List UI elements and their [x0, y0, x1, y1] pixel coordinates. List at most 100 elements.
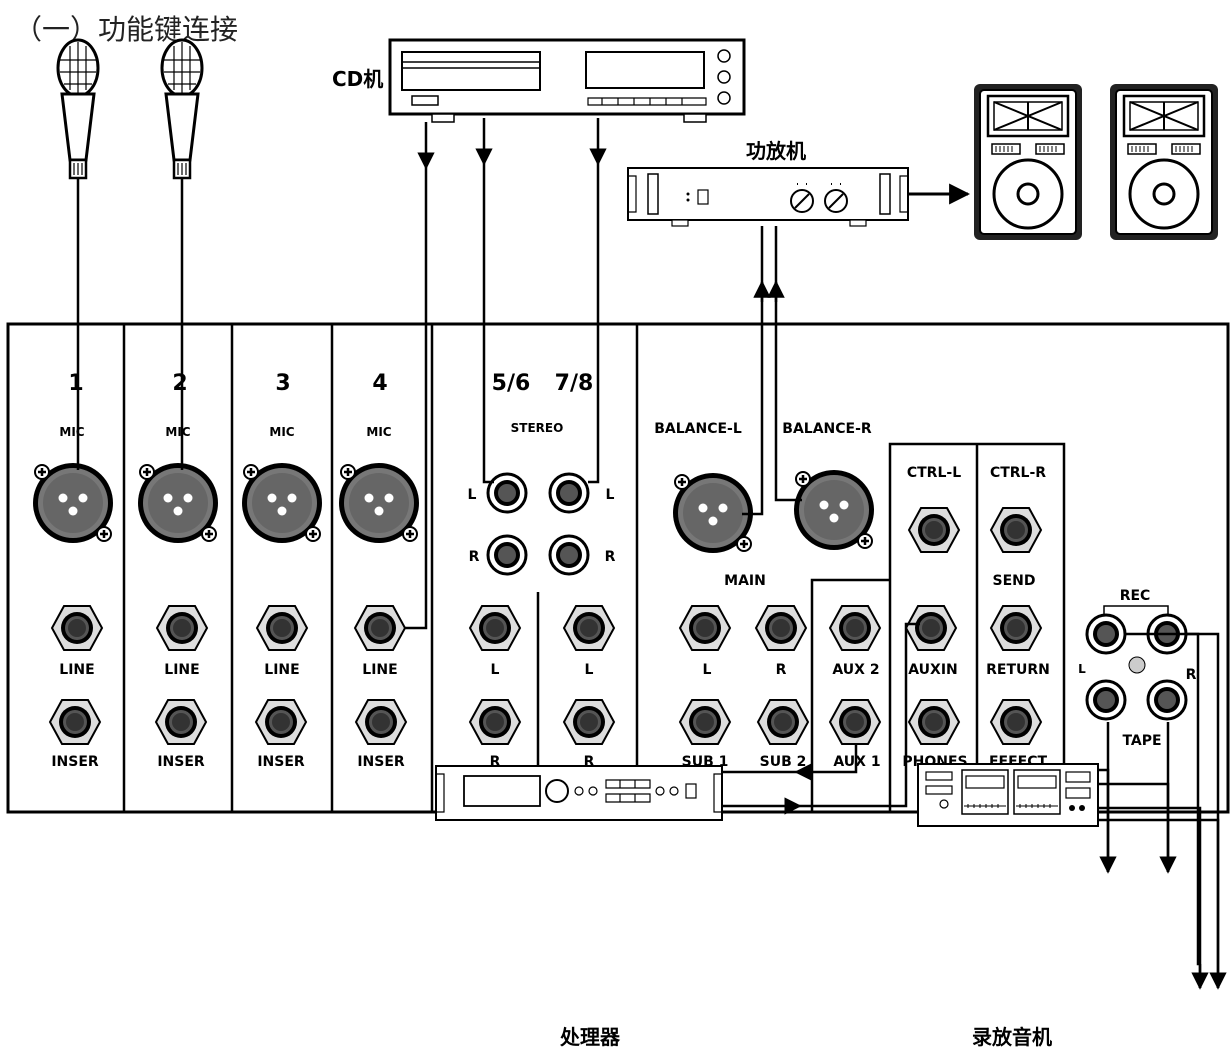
tape-r-jack[interactable]	[1146, 679, 1188, 721]
send-label: SEND	[993, 573, 1036, 589]
line-label: LINE	[264, 662, 299, 678]
amplifier-label: 功放机	[746, 139, 806, 163]
balance-r-xlr-jack[interactable]	[792, 468, 876, 552]
xlr-input-jack[interactable]	[136, 461, 220, 545]
tape-r-label: R	[1186, 667, 1197, 683]
rca-l-label: L	[468, 487, 477, 503]
microphone-2-icon	[160, 38, 204, 180]
channel-number: 2	[172, 371, 187, 396]
mixer-dividers	[122, 324, 639, 812]
insert-label: INSER	[157, 754, 205, 770]
mixer-panel	[6, 322, 1230, 814]
line-input-jack[interactable]	[354, 605, 406, 651]
jack-r-label: R	[490, 754, 501, 770]
return-jack[interactable]	[990, 605, 1042, 651]
processor-to-auxin-cable	[800, 622, 920, 808]
microphone-1-icon	[56, 38, 100, 180]
rec-l-jack[interactable]	[1085, 613, 1127, 655]
mic-label: MIC	[59, 425, 84, 439]
rca-5-6-r-jack[interactable]	[486, 534, 528, 576]
tape-l-jack[interactable]	[1085, 679, 1127, 721]
tape-label: TAPE	[1122, 733, 1161, 749]
cd-to-stereo-l-cable	[482, 164, 494, 484]
cd-to-line4-cable	[404, 168, 428, 630]
main-r-label: R	[776, 662, 787, 678]
aux1-jack[interactable]	[829, 699, 881, 745]
insert-jack[interactable]	[155, 699, 207, 745]
processor-icon	[435, 765, 723, 821]
channel-number: 4	[372, 371, 387, 396]
jack-l-label: L	[585, 662, 594, 678]
channel-4: 4 MIC LINE INSER	[337, 371, 421, 770]
channel-number: 3	[275, 371, 290, 396]
main-l-label: L	[703, 662, 712, 678]
tape-l-label: L	[1078, 662, 1086, 676]
line-input-jack[interactable]	[51, 605, 103, 651]
line-label: LINE	[362, 662, 397, 678]
stereo-label: STEREO	[511, 421, 564, 435]
main-r-jack[interactable]	[755, 605, 807, 651]
stereo-7-8-r-jack[interactable]	[563, 699, 615, 745]
effect-jack[interactable]	[990, 699, 1042, 745]
mic-label: MIC	[165, 425, 190, 439]
rca-r-label: R	[469, 549, 480, 565]
stereo-channels: 5/6 7/8 STEREO L L R R L L R R	[468, 371, 616, 770]
insert-label: INSER	[257, 754, 305, 770]
aux2-label: AUX 2	[832, 662, 879, 678]
main-label: MAIN	[724, 573, 766, 589]
aux2-jack[interactable]	[829, 605, 881, 651]
insert-label: INSER	[357, 754, 405, 770]
insert-jack[interactable]	[255, 699, 307, 745]
processor-label: 处理器	[559, 1025, 621, 1049]
balance-r-label: BALANCE-R	[782, 421, 872, 437]
rca-7-8-r-jack[interactable]	[548, 534, 590, 576]
rec-r-to-recorder-cable	[1098, 818, 1220, 988]
rca-l-label: L	[606, 487, 615, 503]
stereo-number-5-6: 5/6	[492, 371, 531, 396]
xlr-input-jack[interactable]	[337, 461, 421, 545]
balance-l-xlr-jack[interactable]	[671, 471, 755, 555]
cd-player-icon	[388, 38, 746, 123]
xlr-input-jack[interactable]	[31, 461, 115, 545]
rca-5-6-l-jack[interactable]	[486, 472, 528, 514]
jack-l-label: L	[491, 662, 500, 678]
balance-l-to-amp-cable	[742, 226, 764, 516]
insert-jack[interactable]	[49, 699, 101, 745]
connection-wires	[76, 118, 1227, 990]
channel-2: 2 MIC LINE INSER	[136, 371, 220, 770]
line-input-jack[interactable]	[256, 605, 308, 651]
recorder-label: 录放音机	[972, 1025, 1052, 1049]
rca-r-label: R	[605, 549, 616, 565]
stereo-5-6-r-jack[interactable]	[469, 699, 521, 745]
main-l-jack[interactable]	[679, 605, 731, 651]
line-label: LINE	[164, 662, 199, 678]
sub2-jack[interactable]	[757, 699, 809, 745]
auxin-jack[interactable]	[905, 605, 957, 651]
mic-label: MIC	[366, 425, 391, 439]
channel-number: 1	[68, 371, 83, 396]
cd-player-label: CD机	[332, 67, 383, 91]
stereo-7-8-l-jack[interactable]	[563, 605, 615, 651]
xlr-input-jack[interactable]	[240, 461, 324, 545]
insert-jack[interactable]	[355, 699, 407, 745]
section-title: （一）功能键连接	[14, 13, 239, 46]
line-label: LINE	[59, 662, 94, 678]
tape-led-icon	[1128, 656, 1146, 674]
rca-7-8-l-jack[interactable]	[548, 472, 590, 514]
auxin-label: AUXIN	[908, 662, 958, 678]
recorder-icon	[917, 763, 1099, 827]
speaker-right-icon	[1108, 82, 1220, 242]
insert-label: INSER	[51, 754, 99, 770]
speaker-left-icon	[972, 82, 1084, 242]
ctrl-r-jack[interactable]	[990, 507, 1042, 553]
line-input-jack[interactable]	[156, 605, 208, 651]
stereo-5-6-l-jack[interactable]	[469, 605, 521, 651]
return-label: RETURN	[986, 662, 1050, 678]
ctrl-l-label: CTRL-L	[907, 465, 961, 481]
sub1-jack[interactable]	[679, 699, 731, 745]
stereo-number-7-8: 7/8	[555, 371, 594, 396]
ctrl-l-jack[interactable]	[908, 507, 960, 553]
mic-label: MIC	[269, 425, 294, 439]
phones-jack[interactable]	[908, 699, 960, 745]
aux-box-border	[810, 442, 1066, 812]
